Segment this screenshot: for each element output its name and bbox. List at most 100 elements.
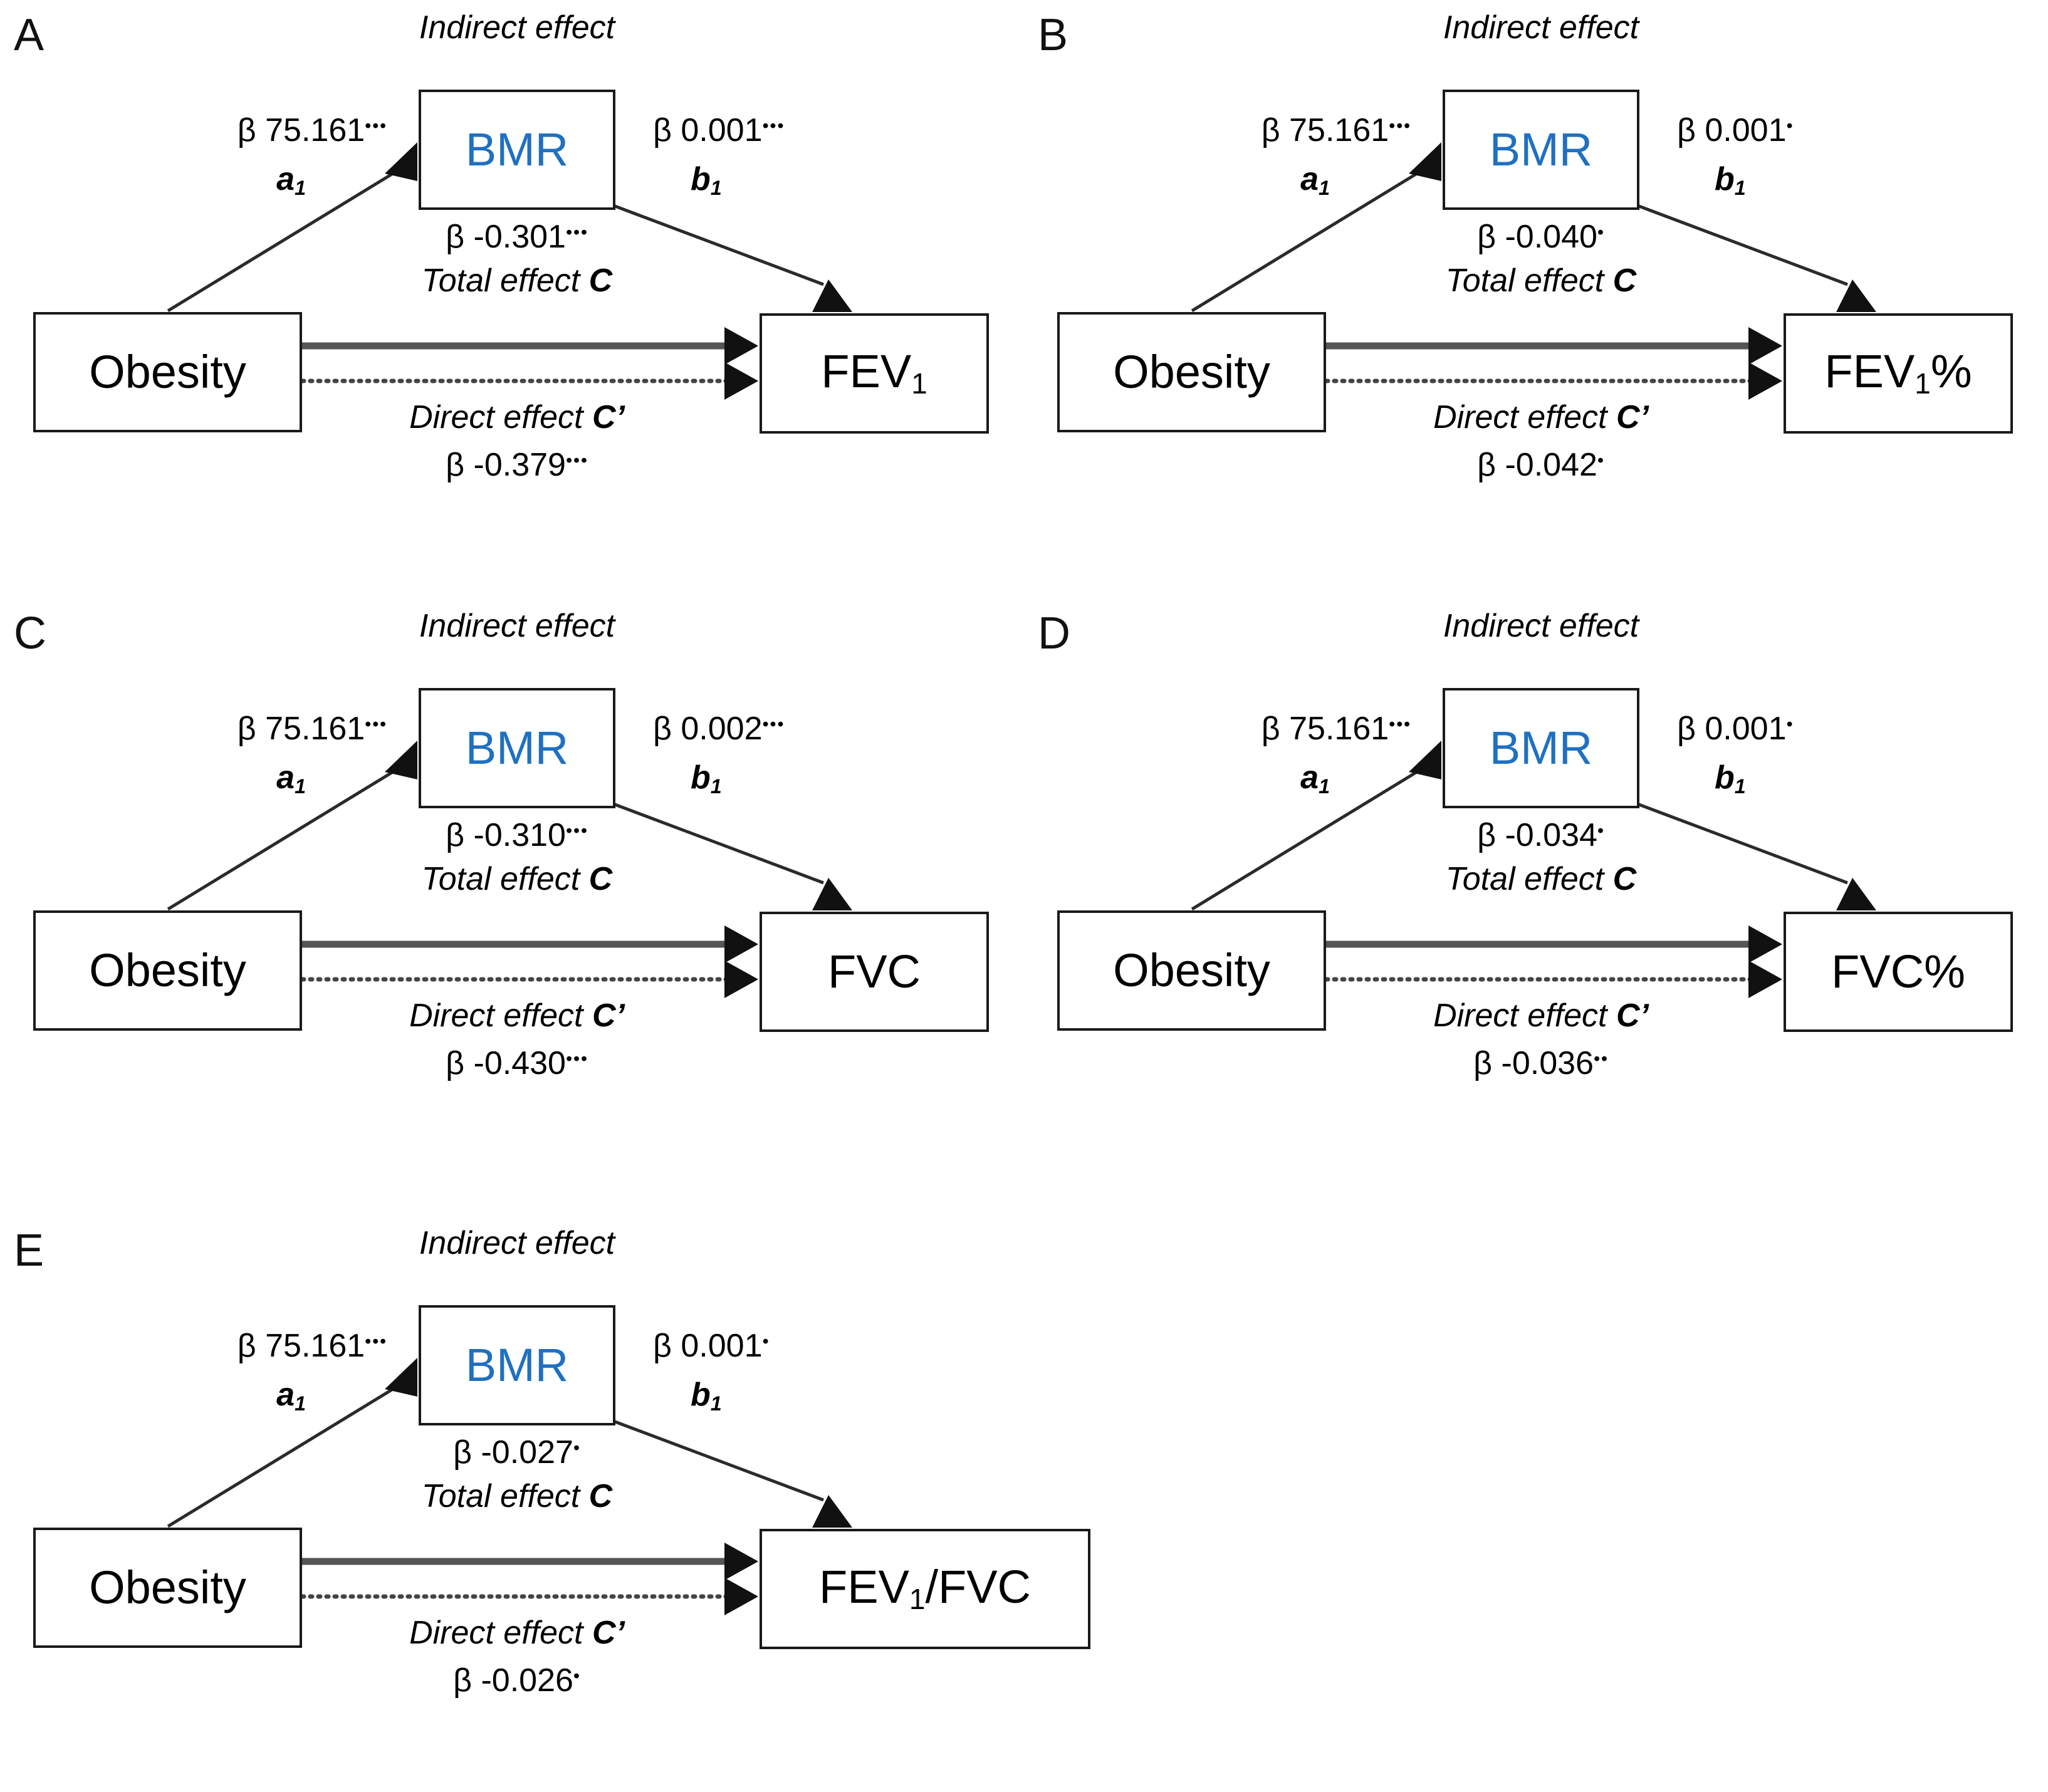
total-effect-arrowhead [1748,925,1782,963]
total-effect-beta: β -0.034• [1477,817,1605,853]
significance-stars: ••• [762,115,785,136]
direct-effect-coefficient: C’ [592,998,625,1034]
node-obesity: Obesity [1057,910,1326,1031]
total-effect-label: Total effect C [1445,861,1637,897]
direct-effect-beta: β -0.036•• [1473,1045,1609,1081]
node-outcome: FEV1 [760,313,989,434]
path-b1-beta: β 0.001• [1677,112,1794,148]
node-obesity-label: Obesity [89,346,246,398]
node-bmr: BMR [419,1305,615,1425]
node-bmr: BMR [1443,90,1639,210]
total-effect-beta: β -0.301••• [446,219,588,255]
total-effect-beta: β -0.027• [453,1434,581,1471]
path-a1-coefficient: a1 [276,161,306,200]
outcome-subscript: 1 [909,1583,926,1616]
path-a1-line [1191,167,1426,313]
total-effect-coefficient: C [588,263,613,299]
panel-letter: C [14,608,46,659]
node-bmr: BMR [419,90,615,210]
node-outcome: FEV1/FVC [760,1529,1090,1649]
significance-stars: • [573,1437,581,1458]
path-b1-beta: β 0.002••• [653,711,785,747]
path-a1-coefficient: a1 [276,759,306,798]
path-b1-arrowhead [812,1495,852,1528]
panel-letter: A [14,10,44,60]
significance-stars: ••• [565,222,588,242]
direct-effect-coefficient: C’ [1616,399,1649,435]
path-a1-coefficient: a1 [1300,161,1330,200]
node-obesity-label: Obesity [1113,944,1270,996]
significance-stars: ••• [1389,115,1411,136]
path-a1-arrowhead [385,1358,417,1397]
node-obesity: Obesity [33,312,302,432]
panel-letter: E [14,1226,44,1276]
significance-stars: • [762,1331,770,1352]
direct-effect-label: Direct effect C’ [409,399,625,435]
total-effect-arrowhead [724,327,758,365]
path-b1-beta: β 0.001• [1677,711,1794,747]
path-a1-beta: β 75.161••• [237,112,387,148]
panel-e: E Obesity BMR FEV1/FVC Indirect effect β 75.1… [0,1216,1090,1779]
path-a1-arrowhead [385,741,417,779]
direct-effect-coefficient: C’ [592,399,625,435]
total-effect-coefficient: C [588,1478,613,1514]
panel-letter: B [1038,10,1068,60]
node-bmr-label: BMR [465,123,569,175]
direct-effect-label: Direct effect C’ [1433,399,1649,435]
significance-stars: ••• [565,820,588,841]
significance-stars: • [1786,714,1794,734]
direct-effect-arrowhead [724,1578,758,1615]
panel-b: B Obesity BMR FEV1% Indirect effect β 75.161•… [1024,0,2048,564]
node-outcome-label: FVC [828,945,921,998]
total-effect-label: Total effect C [421,861,613,897]
total-effect-beta: β -0.040• [1477,219,1605,255]
direct-effect-arrowhead [724,961,758,998]
path-b1-beta: β 0.001••• [653,112,785,148]
path-b1-line [611,801,824,885]
node-bmr-label: BMR [1489,722,1593,774]
node-outcome: FEV1% [1784,313,2013,434]
node-bmr: BMR [419,688,615,808]
path-a1-line [1191,765,1426,911]
path-b1-coefficient: b1 [1715,161,1746,200]
node-bmr-label: BMR [1489,123,1593,175]
path-a1-arrowhead [1409,741,1441,779]
path-b1-line [611,203,824,286]
path-b1-coefficient: b1 [1715,759,1746,798]
indirect-effect-label: Indirect effect [1443,9,1639,46]
indirect-effect-label: Indirect effect [419,608,615,644]
indirect-effect-label: Indirect effect [419,1225,615,1261]
direct-effect-beta: β -0.379••• [446,447,588,483]
significance-stars: ••• [365,115,387,136]
significance-stars: • [1597,222,1605,242]
significance-stars: ••• [565,1048,588,1069]
significance-stars: ••• [365,1331,387,1352]
direct-effect-label: Direct effect C’ [409,998,625,1034]
direct-effect-coefficient: C’ [592,1615,625,1651]
direct-effect-arrowhead [724,362,758,400]
node-obesity: Obesity [33,910,302,1031]
path-b1-coefficient: b1 [691,759,722,798]
node-obesity-label: Obesity [89,1561,246,1613]
node-obesity-label: Obesity [1113,346,1270,398]
panel-letter: D [1038,608,1070,659]
path-b1-beta: β 0.001• [653,1328,770,1364]
indirect-effect-label: Indirect effect [1443,608,1639,644]
significance-stars: • [1597,450,1605,471]
total-effect-label: Total effect C [1445,263,1637,299]
path-b1-coefficient: b1 [691,1377,722,1415]
path-a1-coefficient: a1 [1300,759,1330,798]
significance-stars: • [573,1665,581,1686]
path-a1-beta: β 75.161••• [1261,112,1411,148]
node-outcome-label: FEV1/FVC [819,1561,1031,1616]
significance-stars: ••• [565,450,588,471]
direct-effect-beta: β -0.042• [1477,447,1605,483]
direct-effect-arrowhead [1748,362,1782,400]
direct-effect-coefficient: C’ [1616,998,1649,1034]
path-a1-coefficient: a1 [276,1377,306,1415]
path-b1-arrowhead [1836,878,1876,910]
path-a1-beta: β 75.161••• [237,1328,387,1364]
path-b1-coefficient: b1 [691,161,722,200]
